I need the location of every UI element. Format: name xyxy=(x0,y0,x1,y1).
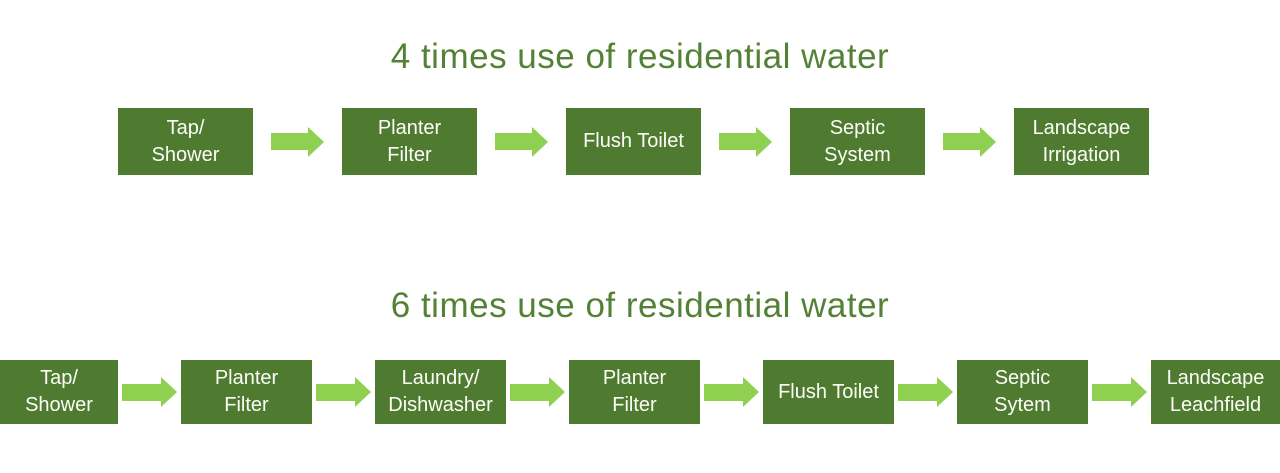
flow-step-planter-filter: Planter Filter xyxy=(181,360,312,424)
arrow-head xyxy=(161,377,177,407)
arrow-shaft xyxy=(122,383,161,401)
flow-step-landscape-irrigation: Landscape Irrigation xyxy=(1014,108,1149,175)
arrow-shaft xyxy=(316,383,355,401)
step-label: Filter xyxy=(224,394,269,416)
step-label: Dishwasher xyxy=(388,394,493,416)
arrow-head xyxy=(937,377,953,407)
step-label: Planter xyxy=(377,116,442,139)
arrow-shaft xyxy=(271,133,308,150)
flow-step-planter-filter: Planter Filter xyxy=(342,108,477,175)
flow-step-septic-sytem: Septic Sytem xyxy=(957,360,1088,424)
step-label: Planter xyxy=(602,367,667,389)
step-label: Irrigation xyxy=(1042,143,1121,166)
right-arrow-icon xyxy=(1092,377,1147,407)
step-label: Landscape xyxy=(1166,367,1265,389)
diagram2-title: 6 times use of residential water xyxy=(390,286,890,325)
step-label: Shower xyxy=(25,394,93,416)
flow-step-flush-toilet: Flush Toilet xyxy=(566,108,701,175)
step-label: System xyxy=(824,143,891,166)
flow-step-planter-filter: Planter Filter xyxy=(569,360,700,424)
arrow-head xyxy=(532,126,548,157)
right-arrow-icon xyxy=(943,126,996,157)
step-label: Landscape xyxy=(1032,116,1131,139)
step-label: Laundry/ xyxy=(401,367,480,389)
step-label: Planter xyxy=(214,367,279,389)
arrow-head xyxy=(743,377,759,407)
arrow-shaft xyxy=(495,133,532,150)
step-label: Septic xyxy=(994,367,1051,389)
diagram1-flow: Tap/ Shower Planter Filter Flush Toilet … xyxy=(118,108,1149,175)
right-arrow-icon xyxy=(898,377,953,407)
right-arrow-icon xyxy=(719,126,772,157)
arrow-shaft xyxy=(943,133,980,150)
right-arrow-icon xyxy=(316,377,371,407)
arrow-shaft xyxy=(719,133,756,150)
flow-step-landscape-leachfield: Landscape Leachfield xyxy=(1151,360,1280,424)
step-label: Shower xyxy=(151,143,220,166)
right-arrow-icon xyxy=(495,126,548,157)
arrow-head xyxy=(980,126,996,157)
arrow-head xyxy=(355,377,371,407)
right-arrow-icon xyxy=(510,377,565,407)
step-label: Tap/ xyxy=(166,116,205,139)
flow-step-tap-shower: Tap/ Shower xyxy=(118,108,253,175)
arrow-shaft xyxy=(898,383,937,401)
step-label: Sytem xyxy=(994,394,1051,416)
right-arrow-icon xyxy=(122,377,177,407)
step-label: Filter xyxy=(387,143,432,166)
arrow-shaft xyxy=(704,383,743,401)
arrow-head xyxy=(308,126,324,157)
flow-step-tap-shower: Tap/ Shower xyxy=(0,360,118,424)
step-label: Flush Toilet xyxy=(778,380,879,403)
right-arrow-icon xyxy=(271,126,324,157)
flow-step-laundry-dishwasher: Laundry/ Dishwasher xyxy=(375,360,506,424)
diagram2-flow: Tap/ Shower Planter Filter Laundry/ Dish… xyxy=(0,360,1280,424)
flow-step-septic-system: Septic System xyxy=(790,108,925,175)
diagram1-title: 4 times use of residential water xyxy=(390,37,890,76)
flow-step-flush-toilet: Flush Toilet xyxy=(763,360,894,424)
step-label: Leachfield xyxy=(1169,394,1262,416)
arrow-head xyxy=(756,126,772,157)
step-label: Tap/ xyxy=(40,367,78,389)
arrow-shaft xyxy=(1092,383,1131,401)
step-label: Filter xyxy=(612,394,657,416)
step-label: Septic xyxy=(829,116,886,139)
arrow-shaft xyxy=(510,383,549,401)
right-arrow-icon xyxy=(704,377,759,407)
step-label: Flush Toilet xyxy=(583,130,684,152)
arrow-head xyxy=(549,377,565,407)
arrow-head xyxy=(1131,377,1147,407)
